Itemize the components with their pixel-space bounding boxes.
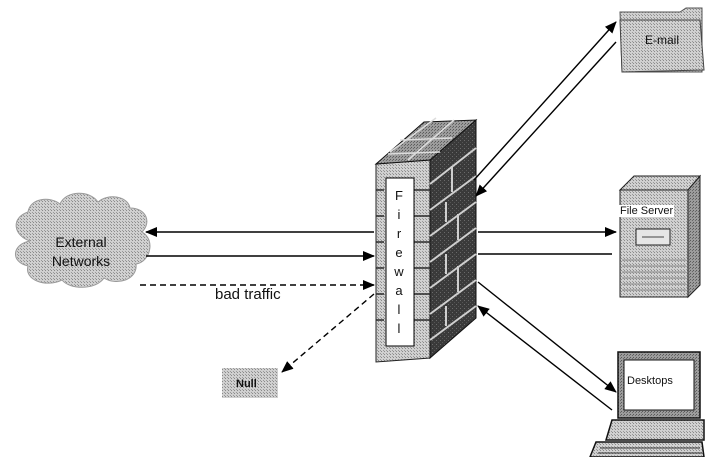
- firewall-letter: l: [391, 300, 407, 319]
- email-label: E-mail: [645, 33, 679, 47]
- arrow-to-email: [474, 22, 616, 180]
- firewall-letter: r: [391, 224, 407, 243]
- external-networks-line1: External: [22, 233, 140, 252]
- external-networks-line2: Networks: [22, 252, 140, 271]
- arrow-from-email: [476, 42, 616, 196]
- firewall-letter: e: [391, 243, 407, 262]
- file-server-label: File Server: [619, 205, 674, 217]
- firewall-letter: l: [391, 319, 407, 338]
- bad-traffic-label: bad traffic: [215, 286, 281, 303]
- firewall-letter: i: [391, 205, 407, 224]
- firewall-letter: a: [391, 281, 407, 300]
- arrow-to-desktops: [478, 282, 616, 392]
- file-server-icon: [620, 176, 700, 297]
- firewall-letter: F: [391, 186, 407, 205]
- null-label: Null: [236, 378, 257, 390]
- desktops-label: Desktops: [627, 375, 673, 387]
- desktop-computer-icon: [590, 352, 704, 457]
- arrow-to-null: [282, 294, 374, 372]
- firewall-letter: w: [391, 262, 407, 281]
- external-networks-label: External Networks: [22, 233, 140, 271]
- firewall-label: F i r e w a l l: [391, 186, 407, 338]
- arrow-from-desktops: [478, 306, 612, 410]
